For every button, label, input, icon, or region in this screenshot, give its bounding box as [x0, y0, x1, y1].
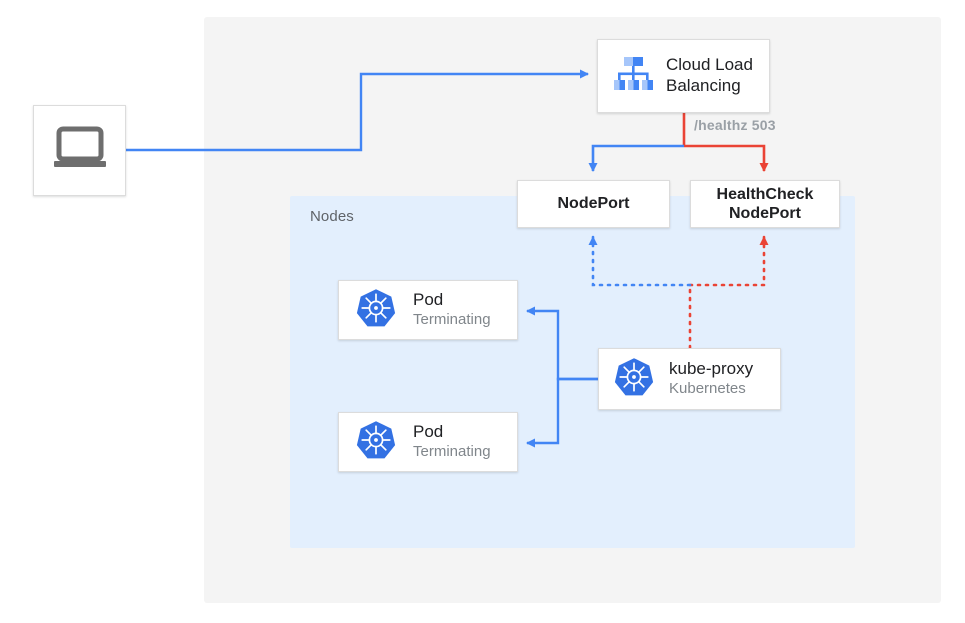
healthcheck-nodeport-label: HealthCheck NodePort — [717, 185, 814, 223]
nodeport-label: NodePort — [557, 195, 630, 213]
kube-proxy-subtitle: Kubernetes — [669, 379, 746, 397]
healthcheck-nodeport-label-line2: NodePort — [728, 205, 801, 222]
region-nodes-label: Nodes — [310, 208, 354, 225]
healthz-status-label: /healthz 503 — [694, 117, 776, 133]
healthcheck-nodeport-label-line1: HealthCheck — [716, 185, 814, 203]
pod-2-card[interactable]: Pod Terminating — [338, 412, 518, 472]
healthcheck-nodeport-card[interactable]: HealthCheck NodePort — [690, 180, 840, 228]
cloud-load-balancing-card[interactable]: Cloud Load Balancing — [597, 39, 770, 113]
pod-1-text: Pod Terminating — [413, 290, 491, 329]
pod-1-status: Terminating — [413, 310, 491, 328]
pod-2-text: Pod Terminating — [413, 422, 491, 461]
kubernetes-icon — [613, 356, 655, 403]
kubernetes-icon — [355, 287, 397, 334]
nodeport-card[interactable]: NodePort — [517, 180, 670, 228]
cloud-load-balancing-title-line2: Balancing — [666, 76, 741, 95]
kubernetes-icon — [355, 419, 397, 466]
cloud-load-balancing-icon — [612, 54, 654, 99]
pod-2-status: Terminating — [413, 442, 491, 460]
client-laptop-card[interactable] — [33, 105, 126, 196]
pod-1-title: Pod — [413, 290, 444, 310]
kube-proxy-text: kube-proxy Kubernetes — [669, 359, 753, 398]
laptop-icon — [53, 126, 107, 175]
cloud-load-balancing-text: Cloud Load Balancing — [666, 55, 753, 96]
kube-proxy-title: kube-proxy — [669, 359, 754, 379]
pod-2-title: Pod — [413, 422, 444, 442]
cloud-load-balancing-title-line1: Cloud Load — [666, 55, 753, 75]
kube-proxy-card[interactable]: kube-proxy Kubernetes — [598, 348, 781, 410]
pod-1-card[interactable]: Pod Terminating — [338, 280, 518, 340]
